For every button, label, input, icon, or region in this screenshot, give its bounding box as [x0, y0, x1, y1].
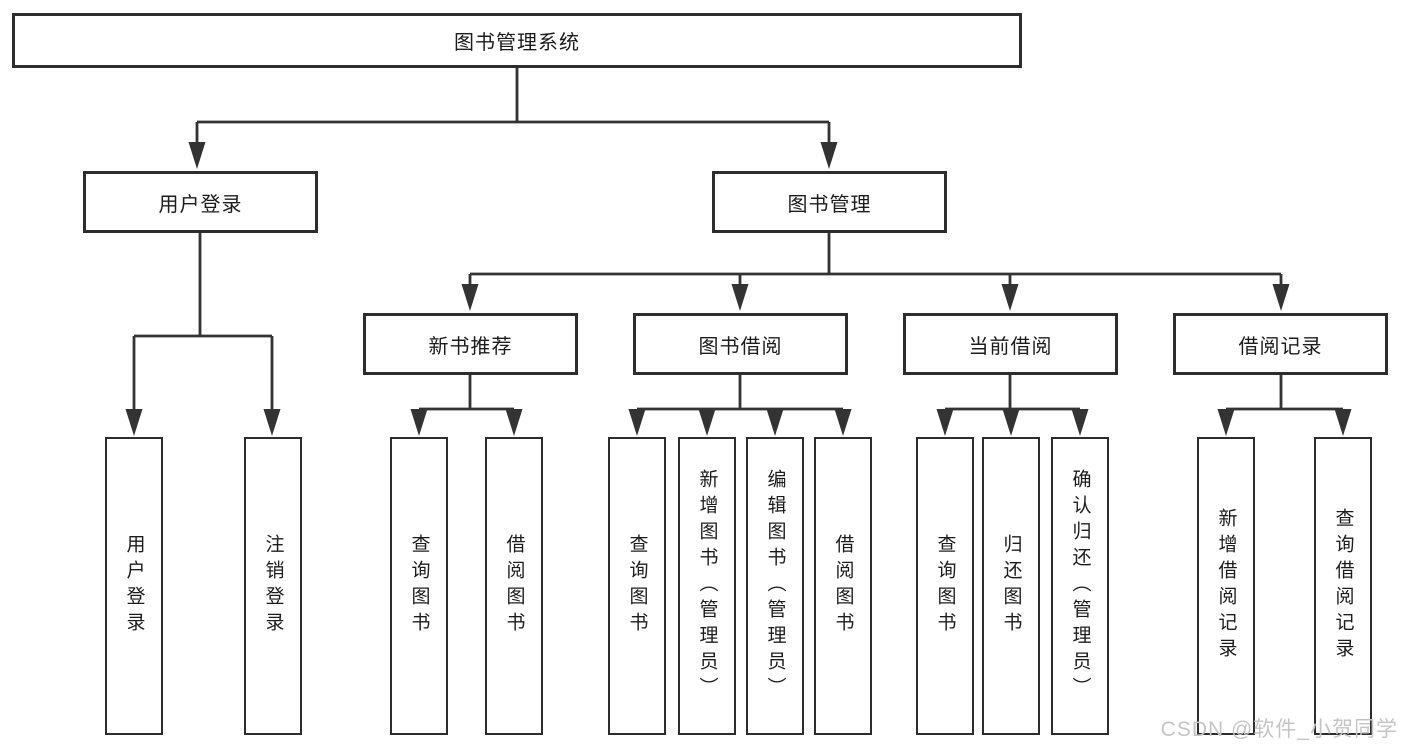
node-label: 用户登录 [123, 534, 145, 638]
node-user-login: 用户登录 [83, 171, 318, 233]
node-library-management-system: 图书管理系统 [12, 13, 1022, 68]
node-label: 新增图书（管理员） [696, 469, 718, 703]
node-label: 新增借阅记录 [1215, 508, 1237, 664]
node-book-management: 图书管理 [712, 171, 947, 233]
node-label: 注销登录 [262, 534, 284, 638]
node-label: 查询图书 [934, 534, 956, 638]
node-new-book-recommendation: 新书推荐 [363, 313, 578, 375]
node-leaf-add-borrow-record: 新增借阅记录 [1197, 437, 1255, 735]
node-book-borrowing: 图书借阅 [633, 313, 848, 375]
node-label: 借阅记录 [1238, 335, 1323, 358]
node-label: 查询图书 [408, 534, 430, 638]
node-leaf-borrow-books: 借阅图书 [814, 437, 872, 735]
node-label: 借阅图书 [832, 534, 854, 638]
node-leaf-return-book: 归还图书 [982, 437, 1040, 735]
node-label: 编辑图书（管理员） [764, 469, 786, 703]
csdn-watermark: CSDN @软件_小贺同学 [1160, 718, 1398, 741]
node-leaf-confirm-return-admin: 确认归还（管理员） [1051, 437, 1109, 735]
arrowheads [125, 142, 1352, 436]
node-leaf-user-login: 用户登录 [105, 437, 163, 735]
node-borrowing-records: 借阅记录 [1173, 313, 1388, 375]
node-label: 查询图书 [626, 534, 648, 638]
node-leaf-query-books-borrowing: 查询图书 [608, 437, 666, 735]
node-leaf-query-books-current: 查询图书 [916, 437, 974, 735]
node-label: 用户登录 [158, 193, 243, 216]
node-label: 新书推荐 [428, 335, 513, 358]
node-label: 借阅图书 [503, 534, 525, 638]
node-label: 当前借阅 [968, 335, 1053, 358]
node-current-borrowing: 当前借阅 [903, 313, 1118, 375]
node-label: 图书管理系统 [454, 32, 580, 54]
node-label: 图书借阅 [698, 335, 783, 358]
node-leaf-query-books-recommend: 查询图书 [390, 437, 448, 735]
node-leaf-query-borrow-record: 查询借阅记录 [1314, 437, 1372, 735]
node-leaf-edit-book-admin: 编辑图书（管理员） [746, 437, 804, 735]
node-label: 图书管理 [787, 193, 872, 216]
node-label: 归还图书 [1000, 534, 1022, 638]
node-label: 确认归还（管理员） [1069, 469, 1091, 703]
node-leaf-borrow-books-recommend: 借阅图书 [485, 437, 543, 735]
node-leaf-add-book-admin: 新增图书（管理员） [678, 437, 736, 735]
node-leaf-logout: 注销登录 [244, 437, 302, 735]
node-label: 查询借阅记录 [1332, 508, 1354, 664]
